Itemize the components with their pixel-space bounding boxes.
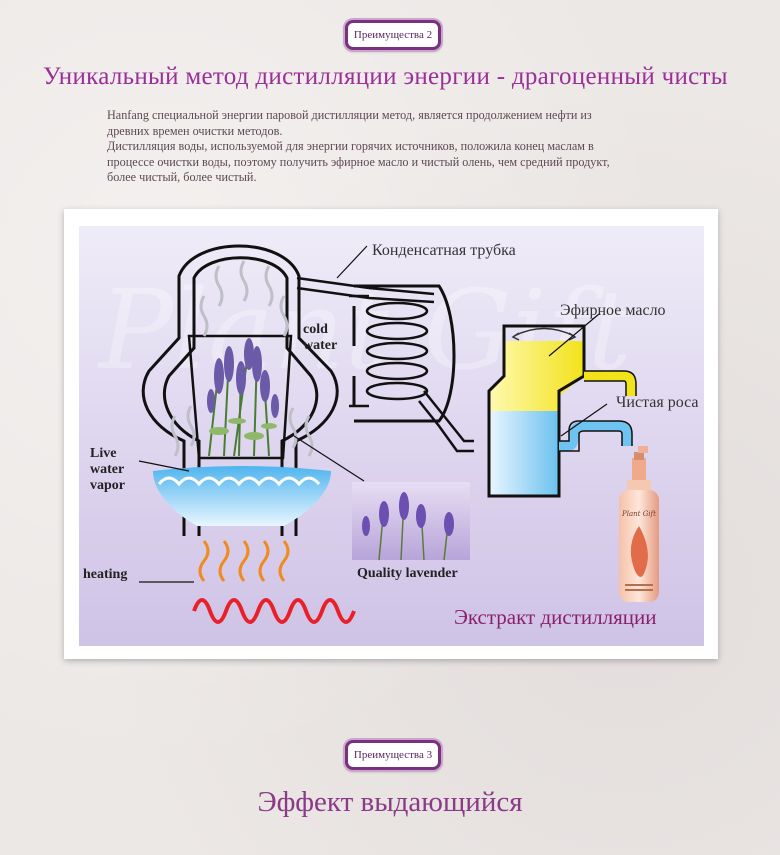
flames [198, 540, 290, 582]
vapor-label: Live water vapor [90, 446, 125, 493]
heating-label: heating [83, 567, 128, 582]
essential-oil-label: Эфирное масло [560, 302, 666, 319]
heating-coil [192, 598, 356, 624]
pure-dew-label: Чистая роса [616, 394, 699, 411]
advantage-badge-3: Преимущества 3 [345, 740, 441, 770]
lavender-label: Quality lavender [357, 566, 458, 581]
intro-line: процессе очистки воды, поэтому получить … [107, 154, 610, 169]
advantage-badge-2: Преимущества 2 [345, 20, 441, 50]
distillation-diagram: Plant Gift [79, 226, 704, 646]
page-headline: Уникальный метод дистилляции энергии - д… [43, 63, 728, 90]
cold-water-label: cold water [303, 322, 338, 353]
separator-vessel [487, 324, 586, 498]
product-bottle: Plant Gift [619, 446, 659, 602]
intro-line: более чистый, более чистый. [107, 170, 257, 184]
herb-basket [187, 334, 293, 460]
cooling-coil [365, 301, 429, 401]
water-outlet [559, 421, 632, 451]
bottle-label: Plant Gift [621, 510, 656, 518]
diagram-card: Plant Gift [64, 209, 718, 659]
intro-line: Hanfang специальной энергии паровой дист… [107, 108, 592, 122]
section-title: Эффект выдающийся [257, 786, 523, 818]
steam-wisps [170, 260, 314, 457]
leader-lines [138, 245, 608, 583]
intro-line: Дистилляция воды, используемой для энерг… [107, 139, 594, 153]
lavender-photo [352, 482, 470, 561]
condenser-label: Конденсатная трубка [372, 242, 516, 259]
oil-outlet [584, 371, 636, 396]
condenser-pipe [296, 276, 435, 304]
lavender-plants [207, 338, 279, 457]
outlet-pipe [418, 390, 474, 453]
still-vessel [141, 244, 339, 536]
intro-text: Hanfang специальной энергии паровой дист… [107, 108, 707, 186]
intro-line: древних времен очистки методов. [107, 123, 283, 138]
distillation-illustration: Plant Gift [138, 244, 659, 624]
still-water-waves [157, 476, 321, 487]
still-water [153, 466, 331, 526]
extract-label: Экстракт дистилляции [454, 605, 657, 629]
